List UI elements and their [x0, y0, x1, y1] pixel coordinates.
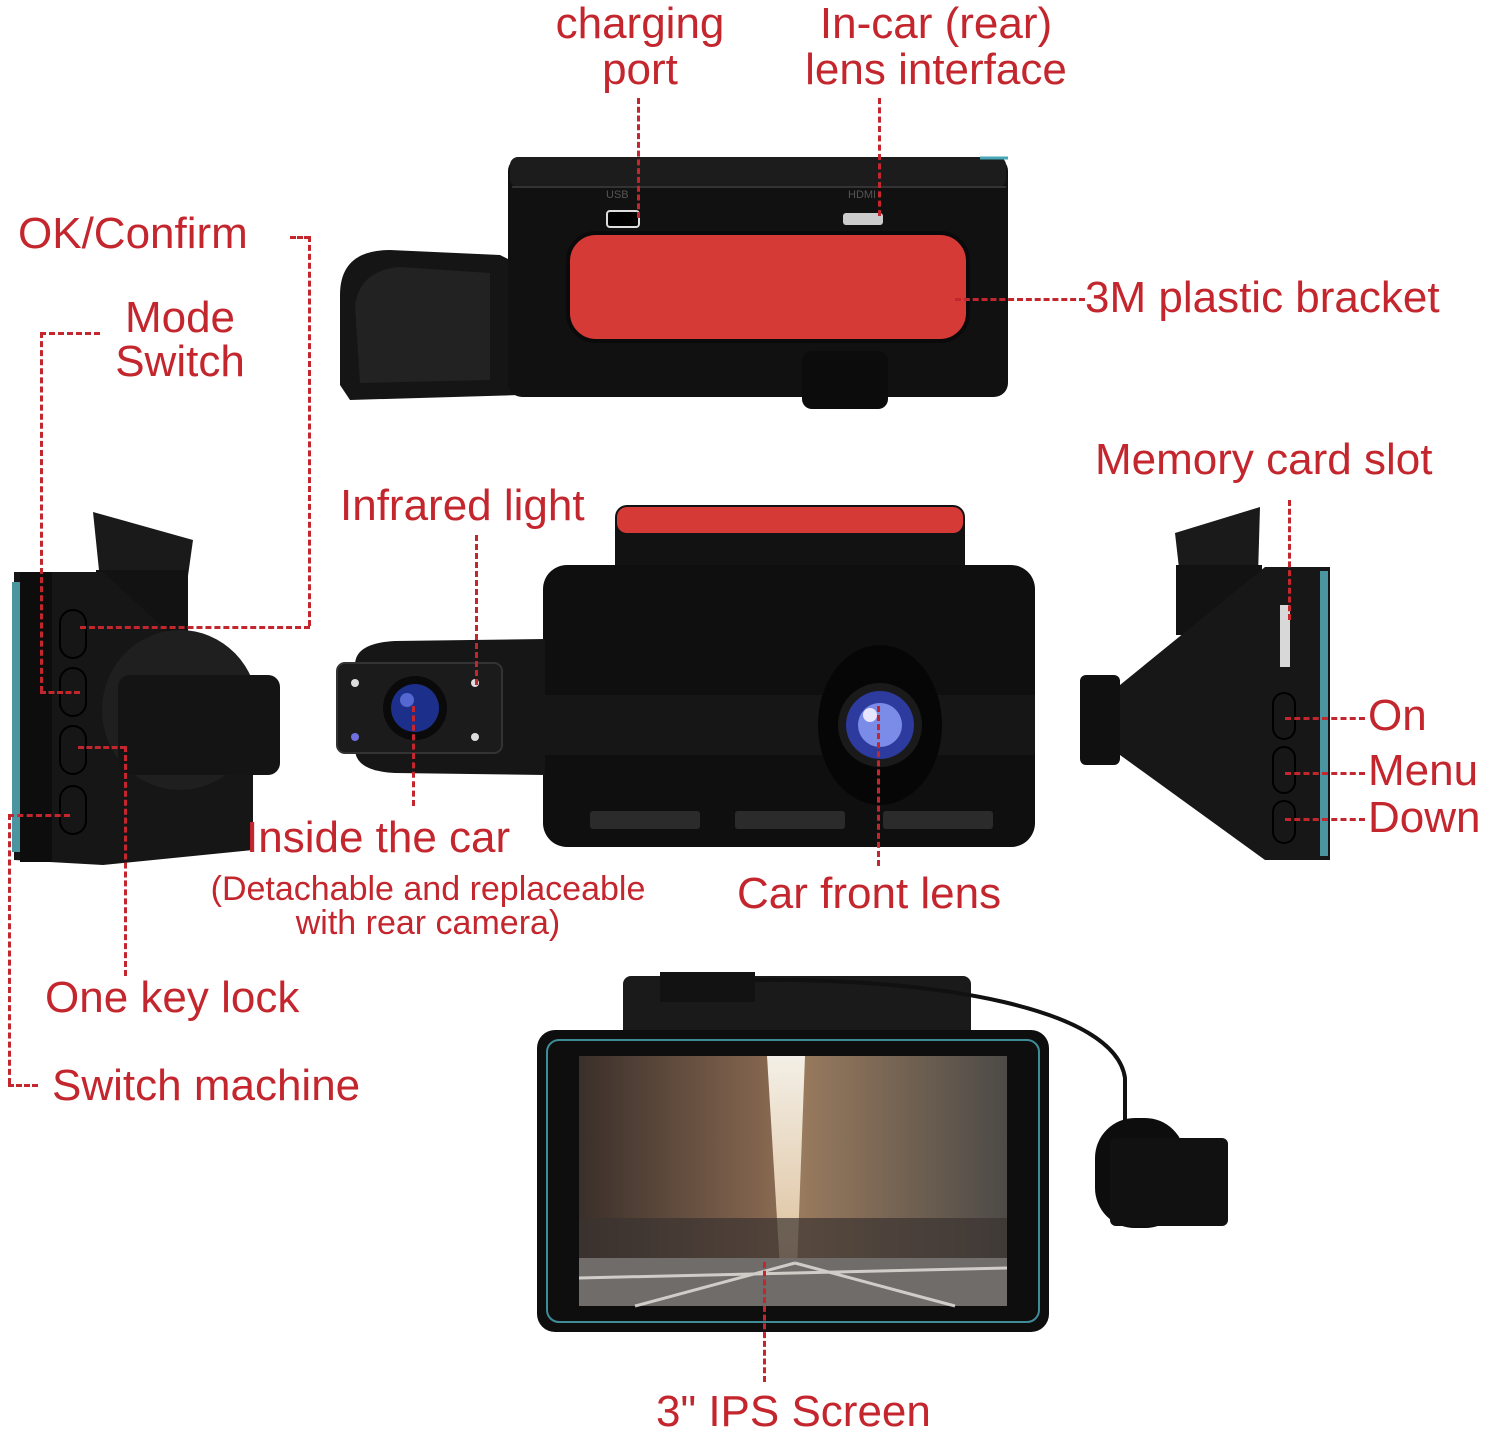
leader-mode-v: [40, 332, 43, 692]
leader-bracket: [955, 298, 1085, 301]
top-view-device: USB HDMI: [330, 155, 1030, 415]
leader-menu: [1285, 772, 1365, 775]
top-view-illustration: [340, 156, 1008, 409]
label-ok-confirm: OK/Confirm: [18, 209, 248, 258]
leader-memory-card: [1288, 500, 1291, 620]
label-infrared-light: Infrared light: [340, 481, 585, 530]
label-rear-lens-line1: In-car (rear): [819, 0, 1053, 48]
label-rear-lens-interface: In-car (rear) lens interface: [788, 2, 1084, 92]
label-mode-line2: Switch: [115, 337, 245, 386]
label-car-front-lens: Car front lens: [737, 869, 1002, 918]
right-side-illustration: [1080, 507, 1330, 860]
screen-view-device: [535, 968, 1235, 1333]
label-mode-line1: Mode: [124, 293, 236, 342]
leader-ok-confirm-v: [308, 236, 311, 626]
leader-lock-v: [124, 746, 127, 976]
screen-view-illustration: [537, 972, 1228, 1332]
leader-down: [1285, 818, 1365, 821]
label-one-key-lock: One key lock: [45, 973, 300, 1022]
leader-ok-confirm-h2: [80, 626, 310, 629]
leader-ips-screen: [763, 1262, 766, 1382]
left-side-illustration: [12, 512, 280, 865]
front-view-device: [335, 505, 1035, 850]
leader-mode-h2: [40, 691, 80, 694]
label-inside-note-line2: with rear camera): [295, 904, 561, 942]
leader-mode-h1: [40, 332, 100, 335]
leader-rear-lens-interface: [878, 98, 881, 216]
front-view-illustration: [336, 505, 1035, 847]
leader-power-v: [8, 814, 11, 1084]
leader-infrared: [475, 535, 478, 685]
leader-power-h2: [8, 1084, 38, 1087]
leader-lock-h: [78, 746, 126, 749]
label-inside-the-car: Inside the car: [246, 813, 511, 862]
label-down: Down: [1368, 793, 1481, 842]
label-on: On: [1368, 691, 1427, 740]
leader-on: [1285, 717, 1365, 720]
hdmi-port-marking: HDMI: [848, 189, 877, 201]
label-memory-card-slot: Memory card slot: [1095, 435, 1433, 484]
leader-inside-car: [412, 706, 415, 806]
label-rear-lens-line2: lens interface: [805, 45, 1067, 94]
label-switch-machine: Switch machine: [52, 1061, 361, 1110]
usb-port-marking: USB: [606, 189, 629, 201]
label-ips-screen: 3" IPS Screen: [656, 1387, 931, 1436]
label-charging-port-line2: port: [602, 45, 678, 94]
leader-power-h1: [8, 814, 70, 817]
label-mode-switch: Mode Switch: [100, 296, 260, 384]
label-3m-bracket: 3M plastic bracket: [1085, 273, 1440, 322]
leader-ok-confirm-h1: [290, 236, 310, 239]
right-side-view-device: [1080, 505, 1350, 865]
leader-charging-port: [637, 98, 640, 218]
label-inside-note: (Detachable and replaceable with rear ca…: [178, 872, 678, 940]
label-inside-note-line1: (Detachable and replaceable: [210, 870, 646, 908]
leader-front-lens: [877, 706, 880, 866]
left-side-view-device: [8, 510, 298, 870]
label-charging-port-line1: charging: [555, 0, 725, 48]
label-charging-port: charging port: [545, 2, 735, 92]
label-menu: Menu: [1368, 746, 1479, 795]
